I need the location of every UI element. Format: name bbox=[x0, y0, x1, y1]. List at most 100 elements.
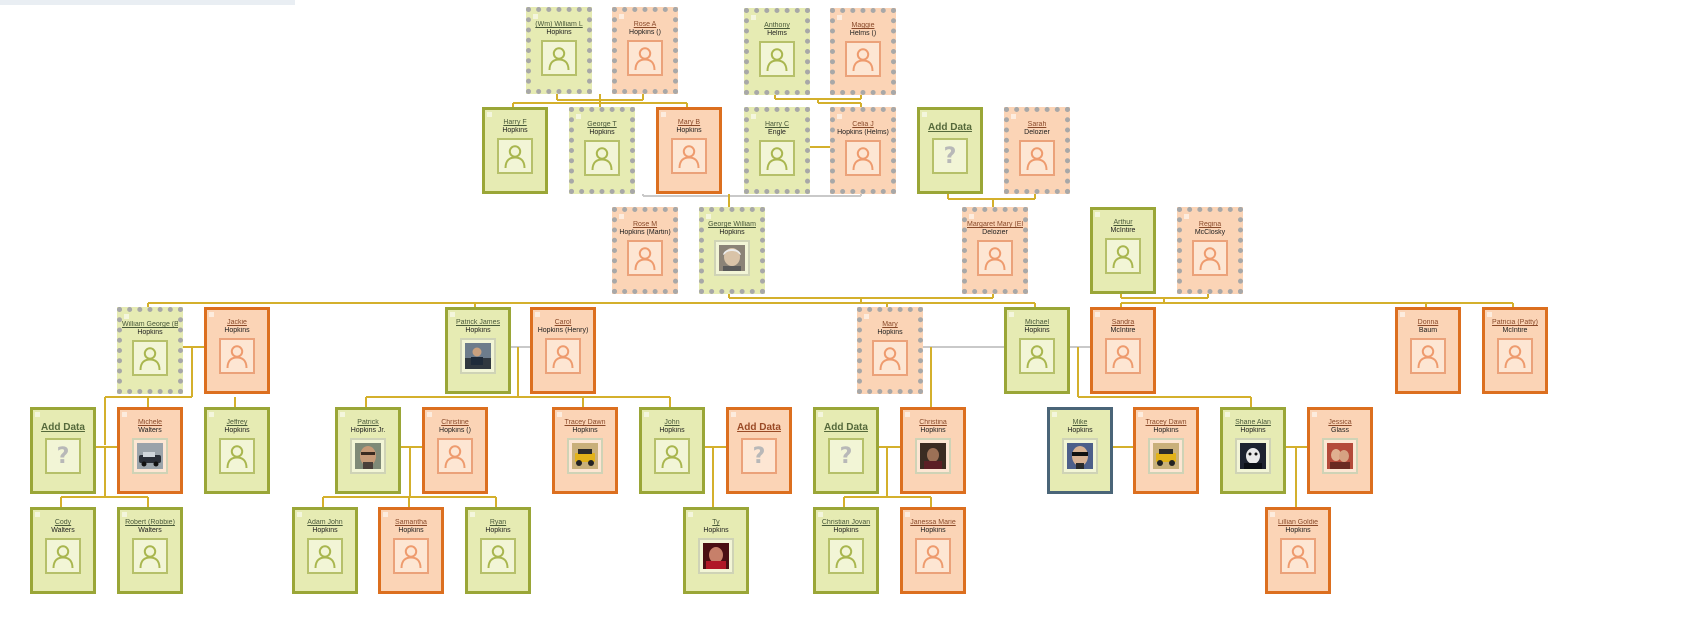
person-given-name-link[interactable]: Jeffrey bbox=[226, 419, 248, 426]
add-data-link[interactable]: Add Data bbox=[41, 422, 85, 433]
add-data-link[interactable]: Add Data bbox=[928, 122, 972, 133]
person-picture bbox=[828, 538, 864, 574]
person-given-name-link[interactable]: Arthur bbox=[1113, 219, 1133, 226]
person-given-name-link[interactable]: Christine bbox=[441, 419, 469, 426]
person-given-name-link[interactable]: (Wm) William L bbox=[535, 21, 583, 28]
person-given-name-link[interactable]: Patrick James bbox=[456, 319, 500, 326]
person-given-name-link[interactable]: Margaret Mary (Elli bbox=[967, 221, 1023, 228]
person-given-name-link[interactable]: George William bbox=[708, 221, 756, 228]
person-given-name-link[interactable]: Patricia (Patty) bbox=[1492, 319, 1538, 326]
person-given-name-link[interactable]: Sandra bbox=[1111, 319, 1135, 326]
person-given-name-link[interactable]: Harry F bbox=[503, 119, 527, 126]
person-given-name-link[interactable]: Tracey Dawn bbox=[1145, 419, 1187, 426]
person-given-name-link[interactable]: Christina bbox=[919, 419, 947, 426]
person-given-name-link[interactable]: Harry C bbox=[764, 121, 790, 128]
person-given-name-link[interactable]: Ty bbox=[712, 519, 720, 526]
person-card-robert[interactable]: Robert (Robbie)Walters bbox=[117, 507, 183, 594]
person-surname: Helms () bbox=[849, 30, 877, 37]
person-given-name-link[interactable]: George T bbox=[587, 121, 617, 128]
person-given-name-link[interactable]: Janessa Marie bbox=[910, 519, 956, 526]
person-given-name-link[interactable]: Tracey Dawn bbox=[564, 419, 606, 426]
person-given-name-link[interactable]: Mary B bbox=[677, 119, 701, 126]
card-corner-marker bbox=[864, 314, 869, 319]
add-data-link[interactable]: Add Data bbox=[737, 422, 781, 433]
person-given-name-link[interactable]: Michele bbox=[137, 419, 163, 426]
person-surname: Hopkins bbox=[920, 427, 946, 434]
person-given-name-link[interactable]: Michael bbox=[1024, 319, 1050, 326]
add-data-card[interactable]: Add Data? bbox=[813, 407, 879, 494]
person-given-name-link[interactable]: Mike bbox=[1072, 419, 1088, 426]
add-data-card[interactable]: Add Data? bbox=[726, 407, 792, 494]
person-given-name-link[interactable]: Jessica bbox=[1328, 419, 1352, 426]
person-given-name-link[interactable]: Ryan bbox=[489, 519, 507, 526]
person-given-name-link[interactable]: Sarah bbox=[1027, 121, 1047, 128]
person-given-name-link[interactable]: Jackie bbox=[227, 319, 247, 326]
person-given-name-link[interactable]: Anthony bbox=[764, 22, 790, 29]
add-data-link[interactable]: Add Data bbox=[824, 422, 868, 433]
person-given-name-link[interactable]: William George (B bbox=[122, 321, 178, 328]
person-given-name-link[interactable]: Adam John bbox=[307, 519, 343, 526]
person-given-name-link[interactable]: Robert (Robbie) bbox=[125, 519, 175, 526]
person-given-name-link[interactable]: Carol bbox=[554, 319, 572, 326]
person-given-name-link[interactable]: Lillian Goldie bbox=[1277, 519, 1319, 526]
person-given-name-link[interactable]: Shane Alan bbox=[1235, 419, 1271, 426]
person-given-name-link[interactable]: Patrick bbox=[357, 419, 379, 426]
person-given-name-link[interactable]: Donna bbox=[1417, 319, 1439, 326]
person-given-name-link[interactable]: Regina bbox=[1198, 221, 1222, 228]
person-given-name-link[interactable]: Samantha bbox=[395, 519, 427, 526]
person-given-name-link[interactable]: Mary bbox=[882, 321, 898, 328]
person-given-name-link[interactable]: John bbox=[664, 419, 680, 426]
add-data-card[interactable]: Add Data? bbox=[30, 407, 96, 494]
person-given-name-link[interactable]: Rose M bbox=[632, 221, 658, 228]
person-given-name-link[interactable]: Cody bbox=[54, 519, 72, 526]
person-given-name-link[interactable]: Rose A bbox=[633, 21, 657, 28]
person-card-patricia[interactable]: Patricia (Patty)McIntire bbox=[1482, 307, 1548, 394]
person-given-name-link[interactable]: Christian Jovan bbox=[821, 519, 871, 526]
person-given-name-link[interactable]: Maggie bbox=[851, 22, 875, 29]
person-given-name-link[interactable]: Celia J bbox=[852, 121, 874, 128]
add-data-card[interactable]: Add Data? bbox=[917, 107, 983, 194]
